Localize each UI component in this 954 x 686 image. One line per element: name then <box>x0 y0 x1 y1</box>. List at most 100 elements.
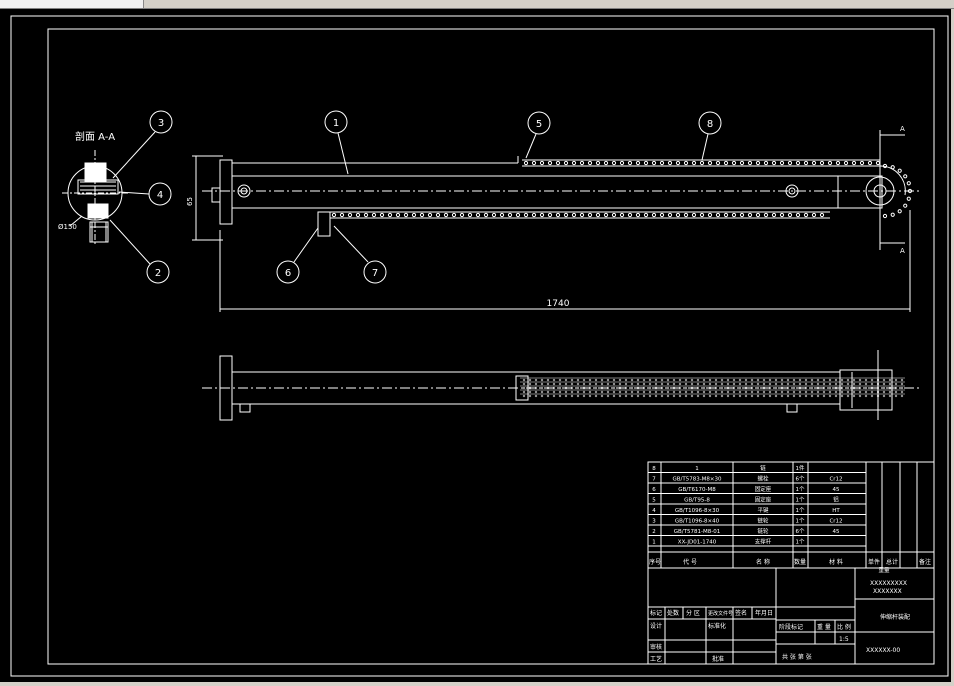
chain-link <box>630 382 634 386</box>
chain-link <box>894 394 898 398</box>
svg-text:比 例: 比 例 <box>837 623 851 631</box>
chain-link <box>612 386 616 390</box>
balloon-7: 7 <box>333 225 387 284</box>
chain-link <box>678 386 682 390</box>
chain-link <box>882 213 888 219</box>
chain-link <box>900 394 904 398</box>
chain-link <box>756 386 760 390</box>
chain-link <box>816 386 820 390</box>
chain-link <box>750 390 754 394</box>
chain-link <box>571 160 577 166</box>
chain-link <box>684 394 688 398</box>
chain-link <box>810 382 814 386</box>
chain-link <box>762 378 766 382</box>
bom-cell: 链轮 <box>757 527 769 535</box>
chain-link <box>882 382 886 386</box>
chain-link <box>600 382 604 386</box>
bom-cell: 支撑杆 <box>755 538 772 546</box>
chain-link <box>804 386 808 390</box>
bom-header-cell: 重量 <box>878 566 890 574</box>
chain-link <box>576 390 580 394</box>
chain-link <box>779 160 785 166</box>
bom-cell: 7 <box>652 477 656 483</box>
bom-cell: GB/T5781-M8-01 <box>674 529 720 535</box>
chain-link <box>774 394 778 398</box>
chain-link <box>546 382 550 386</box>
chain-link <box>890 212 895 217</box>
chain-link <box>798 386 802 390</box>
chain-link <box>750 382 754 386</box>
chain-link <box>534 390 538 394</box>
chain-link <box>660 382 664 386</box>
chain-link <box>768 382 772 386</box>
chain-link <box>858 386 862 390</box>
svg-text:6: 6 <box>285 268 291 279</box>
chain-link <box>564 378 568 382</box>
chain-link <box>648 382 652 386</box>
chain-link <box>876 390 880 394</box>
chain-link <box>630 378 634 382</box>
chain-link <box>619 212 625 218</box>
chain-link <box>846 386 850 390</box>
bom-cell: GB/T1096-8×40 <box>675 519 720 525</box>
chain-link <box>888 386 892 390</box>
cad-drawing-canvas[interactable]: 剖面 A-A Ø150 3 4 2 65 <box>0 9 951 682</box>
bom-cell: 45 <box>833 529 840 535</box>
chain-link <box>768 378 772 382</box>
balloon-8: 8 <box>698 111 722 161</box>
chain-link <box>672 386 676 390</box>
chain-link <box>624 382 628 386</box>
chain-link <box>672 378 676 382</box>
chain-link <box>870 382 874 386</box>
chain-link <box>804 394 808 398</box>
window-tab[interactable] <box>0 0 144 8</box>
chain-link <box>816 390 820 394</box>
chain-link <box>355 212 361 218</box>
balloon-3: 3 <box>112 110 173 179</box>
bom-cell: 1个 <box>796 539 805 546</box>
chain-link <box>834 386 838 390</box>
chain-link <box>600 386 604 390</box>
chain-link <box>588 382 592 386</box>
chain-link <box>627 160 633 166</box>
chain-link <box>540 390 544 394</box>
chain-link <box>900 382 904 386</box>
chain-link <box>684 378 688 382</box>
svg-text:审核: 审核 <box>650 643 662 651</box>
chain-link <box>792 382 796 386</box>
bom-header-cell: 备注 <box>919 558 931 566</box>
chain-link <box>675 160 681 166</box>
chain-link <box>678 382 682 386</box>
chain-link <box>798 382 802 386</box>
chain-link <box>798 378 802 382</box>
chain-link <box>786 378 790 382</box>
chain-link <box>684 390 688 394</box>
right-scrollbar[interactable] <box>951 9 954 682</box>
chain-link <box>699 160 705 166</box>
chain-link <box>708 382 712 386</box>
chain-link <box>648 390 652 394</box>
chain-link <box>798 390 802 394</box>
chain-link <box>522 394 526 398</box>
chain-link <box>840 394 844 398</box>
chain-link <box>859 160 865 166</box>
chain-link <box>612 394 616 398</box>
top-edge <box>0 8 954 9</box>
chain-link <box>897 209 902 214</box>
chain-link <box>594 382 598 386</box>
bom-cell: 5 <box>652 498 656 504</box>
chain-link <box>811 212 817 218</box>
bom-cell: 固定座 <box>755 485 772 493</box>
chain-link <box>627 212 633 218</box>
chain-link <box>483 212 489 218</box>
svg-text:重 量: 重 量 <box>817 623 831 631</box>
chain-link <box>507 212 513 218</box>
bom-cell: 6个 <box>796 528 805 535</box>
chain-link <box>888 394 892 398</box>
svg-text:8: 8 <box>707 119 713 130</box>
chain-link <box>795 212 801 218</box>
chain-link <box>696 394 700 398</box>
chain-link <box>552 390 556 394</box>
chain-link <box>858 394 862 398</box>
